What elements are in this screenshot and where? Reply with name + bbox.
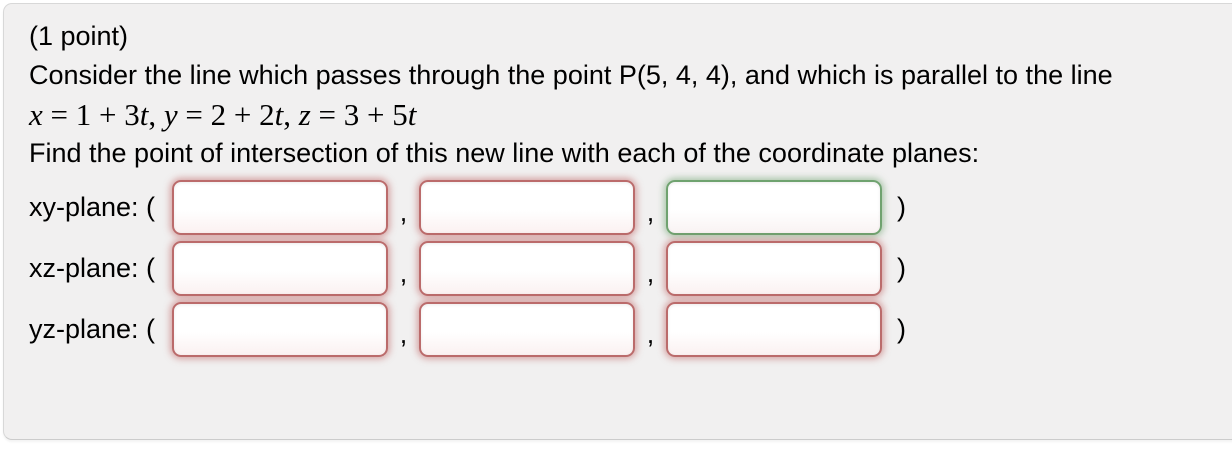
problem-statement: Consider the line which passes through t… [29, 60, 1113, 90]
close-paren: ) [897, 313, 906, 344]
answer-row-yz-plane: yz-plane: (,,) [29, 300, 1232, 358]
math-operator: = 2 + 2 [177, 97, 275, 132]
coordinate-separator: , [646, 196, 655, 227]
math-operator: = 3 + 5 [310, 97, 408, 132]
coordinate-separator: , [399, 257, 408, 288]
math-variable: z [298, 97, 311, 132]
math-operator: = 1 + 3 [42, 97, 140, 132]
answer-row-xy-plane: xy-plane: (,,) [29, 178, 1232, 236]
answer-row-label-xz-plane: xz-plane: ( [29, 252, 156, 283]
math-line: x = 1 + 3t, y = 2 + 2t, z = 3 + 5t [29, 95, 1232, 134]
answer-input-xy-plane-3[interactable] [666, 179, 882, 235]
answer-row-label-xy-plane: xy-plane: ( [29, 191, 156, 222]
math-variable: x [29, 97, 43, 132]
problem-text-block: (1 point) Consider the line which passes… [4, 4, 1232, 173]
answer-input-yz-plane-3[interactable] [666, 301, 882, 357]
answer-input-yz-plane-1[interactable] [172, 301, 388, 357]
close-paren: ) [897, 252, 906, 283]
answer-input-xz-plane-3[interactable] [666, 240, 882, 296]
coordinate-separator: , [399, 318, 408, 349]
answer-input-xz-plane-2[interactable] [419, 240, 635, 296]
answer-input-xy-plane-2[interactable] [419, 179, 635, 235]
coordinate-separator: , [399, 196, 408, 227]
math-operator: , [283, 97, 299, 132]
coordinate-separator: , [646, 318, 655, 349]
close-paren: ) [897, 191, 906, 222]
answer-row-label-yz-plane: yz-plane: ( [29, 313, 156, 344]
points-label: (1 point) [29, 21, 129, 51]
answer-input-xy-plane-1[interactable] [172, 179, 388, 235]
answer-input-xz-plane-1[interactable] [172, 240, 388, 296]
coordinate-separator: , [646, 257, 655, 288]
answer-input-yz-plane-2[interactable] [419, 301, 635, 357]
problem-instruction: Find the point of intersection of this n… [29, 138, 980, 168]
math-variable: t [407, 97, 417, 132]
answer-rows: xy-plane: (,,)xz-plane: (,,)yz-plane: (,… [4, 178, 1232, 358]
math-variable: y [163, 97, 178, 132]
problem-panel: (1 point) Consider the line which passes… [3, 3, 1232, 440]
math-operator: , [148, 97, 164, 132]
math-variable: t [274, 97, 284, 132]
answer-row-xz-plane: xz-plane: (,,) [29, 239, 1232, 297]
math-variable: t [139, 97, 149, 132]
